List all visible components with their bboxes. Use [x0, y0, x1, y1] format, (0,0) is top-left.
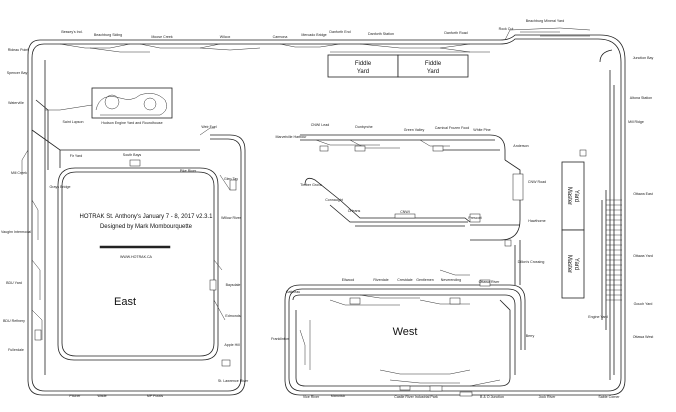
- label-st-lawrence-river: St. Lawrence River: [218, 379, 249, 383]
- label-riverdale: Riverdale: [373, 278, 388, 282]
- label-carnival-food: Carnival Frozen Food: [435, 126, 470, 130]
- label-cabot-lead: CNWI Lead: [311, 123, 330, 127]
- label-beachburg-mineral-yard: Beachburg Mineral Yard: [526, 19, 564, 23]
- label-bdu-refinery: BDU Refinery: [3, 319, 25, 323]
- label-bdu-yard: BDU Yard: [6, 281, 22, 285]
- label-willow-river: Willow River: [221, 216, 242, 220]
- label-gentlemen: Gentlemen: [416, 278, 434, 282]
- fiddle-yard-2-line2: Yard: [427, 69, 439, 75]
- label-danforth-station: Danforth Station: [368, 32, 394, 36]
- label-timber-grove: Timber Grove: [300, 183, 322, 187]
- label-ottawa-east: Ottawa East: [633, 192, 653, 196]
- label-manotick: Manotick: [331, 394, 346, 398]
- diagram-title-line2: Designed by Mark Mombourquette: [100, 224, 193, 230]
- label-fir-yard: Fir Yard: [70, 154, 82, 158]
- label-rideau-point: Rideau Point: [8, 48, 29, 52]
- labels: HOTRAK St. Anthony's January 7 - 8, 2017…: [1, 19, 654, 399]
- label-ottawa-river: Ottawa River: [479, 280, 501, 284]
- label-altona-station: Altona Station: [630, 96, 652, 100]
- label-glen-tay: Glen Tay: [224, 177, 238, 181]
- label-prescott: Prescott: [468, 216, 481, 220]
- diagram-title-line1: HOTRAK St. Anthony's January 7 - 8, 2017…: [80, 214, 214, 220]
- label-bo-junction: B & O Junction: [480, 395, 504, 399]
- label-pitcher: Pitcher: [69, 394, 81, 398]
- label-gatineau: Gatineau: [286, 290, 301, 294]
- label-dunbyrche: Dunbyrche: [355, 125, 372, 129]
- label-mill-ridge: Mill Ridge: [628, 120, 644, 124]
- label-carmona: Carmona: [273, 35, 288, 39]
- region-west: West: [393, 326, 418, 338]
- label-orleans: Orleans: [348, 209, 361, 213]
- label-vaughn-intermodal: Vaughn Intermodal: [1, 230, 31, 234]
- label-crestdale: Crestdale: [397, 278, 412, 282]
- yard-master-1-line1: Yard: [573, 190, 579, 202]
- label-hudson-engine: Hudson Engine Yard and Roundhouse: [101, 121, 162, 125]
- label-ottawa-west: Ottawa West: [633, 335, 654, 339]
- label-pike-river: Pike River: [180, 169, 197, 173]
- yard-master-1-line2: Master: [566, 187, 572, 205]
- label-wade: Wade: [97, 394, 106, 398]
- label-neverending: Neverending: [441, 278, 461, 282]
- label-fullerdale: Fullerdale: [8, 348, 24, 352]
- label-ottawa-yard: Ottawa Yard: [633, 254, 653, 258]
- label-saint-lupson: Saint Lupson: [63, 120, 84, 124]
- fiddle-yard-1-line2: Yard: [357, 69, 369, 75]
- label-engine-yard: Engine Yard: [588, 315, 607, 319]
- label-bessey: Bessey's Ind.: [61, 30, 82, 34]
- label-south-bays: South Bays: [123, 153, 142, 157]
- yard-master-2-line2: Master: [566, 255, 572, 273]
- label-weir-fuel: Weir Fuel: [201, 125, 217, 129]
- label-marvelville-harbour: Marvelville Harbour: [276, 135, 308, 139]
- label-white-pine: White Pine: [473, 128, 490, 132]
- label-danforth-road: Danforth Road: [444, 31, 467, 35]
- label-mp-foods: MP Foods: [147, 394, 164, 398]
- label-baysdale: Baysdale: [226, 283, 241, 287]
- region-east: East: [114, 296, 136, 308]
- label-junction-bay: Junction Bay: [633, 56, 654, 60]
- label-mill-creek: Mill Creek: [11, 171, 27, 175]
- label-dillons-crossing: Dillon's Crossing: [518, 260, 545, 264]
- label-rock-cut: Rock Cut: [499, 27, 514, 31]
- fiddle-yard-2-line1: Fiddle: [425, 61, 442, 67]
- label-grays-bridge: Grays Bridge: [50, 185, 71, 189]
- fiddle-yards: [327, 51, 470, 78]
- label-jock-river: Jock River: [539, 395, 557, 399]
- hudson-engine-yard: [45, 87, 173, 119]
- label-vice-river: Vice River: [303, 395, 320, 399]
- label-berry: Berry: [526, 334, 535, 338]
- label-sable-corner: Sable Corner: [598, 395, 620, 399]
- yard-master-2-line1: Yard: [573, 258, 579, 270]
- label-waterville: Waterville: [8, 101, 24, 105]
- label-cnwi: CNWI: [400, 210, 410, 214]
- label-ellwood: Ellwood: [342, 278, 355, 282]
- fiddle-yard-1-line1: Fiddle: [355, 61, 372, 67]
- label-hawthorne: Hawthorne: [528, 219, 545, 223]
- label-connaught: Connaught: [325, 198, 343, 202]
- diagram-url: WWW.HOTRAK.CA: [120, 255, 153, 259]
- label-castle-river: Castle River Industrial Park: [394, 395, 438, 399]
- label-franklinton: Franklinton: [271, 337, 289, 341]
- label-danforth-end: Danforth End: [329, 30, 350, 34]
- label-gouch-yard: Gouch Yard: [634, 302, 653, 306]
- label-edmonds: Edmonds: [225, 314, 240, 318]
- yard-master-boxes: [561, 161, 585, 299]
- label-cnw-road: CNW Road: [528, 180, 546, 184]
- label-moose-creek: Moose Creek: [151, 35, 173, 39]
- label-spencer-bay: Spencer Bay: [7, 71, 28, 75]
- label-anderson: Anderson: [513, 144, 528, 148]
- label-apple-hill: Apple Hill: [224, 343, 239, 347]
- label-beachburg-siding: Beachburg Siding: [94, 33, 122, 37]
- industry-buildings: [34, 145, 587, 397]
- label-green-valley: Green Valley: [404, 128, 425, 132]
- ottawa-yard-ladder: [606, 199, 622, 301]
- label-wilcox: Wilcox: [220, 35, 231, 39]
- label-mercado-bridge: Mercado Bridge: [301, 33, 326, 37]
- siding-tracks: [21, 27, 591, 387]
